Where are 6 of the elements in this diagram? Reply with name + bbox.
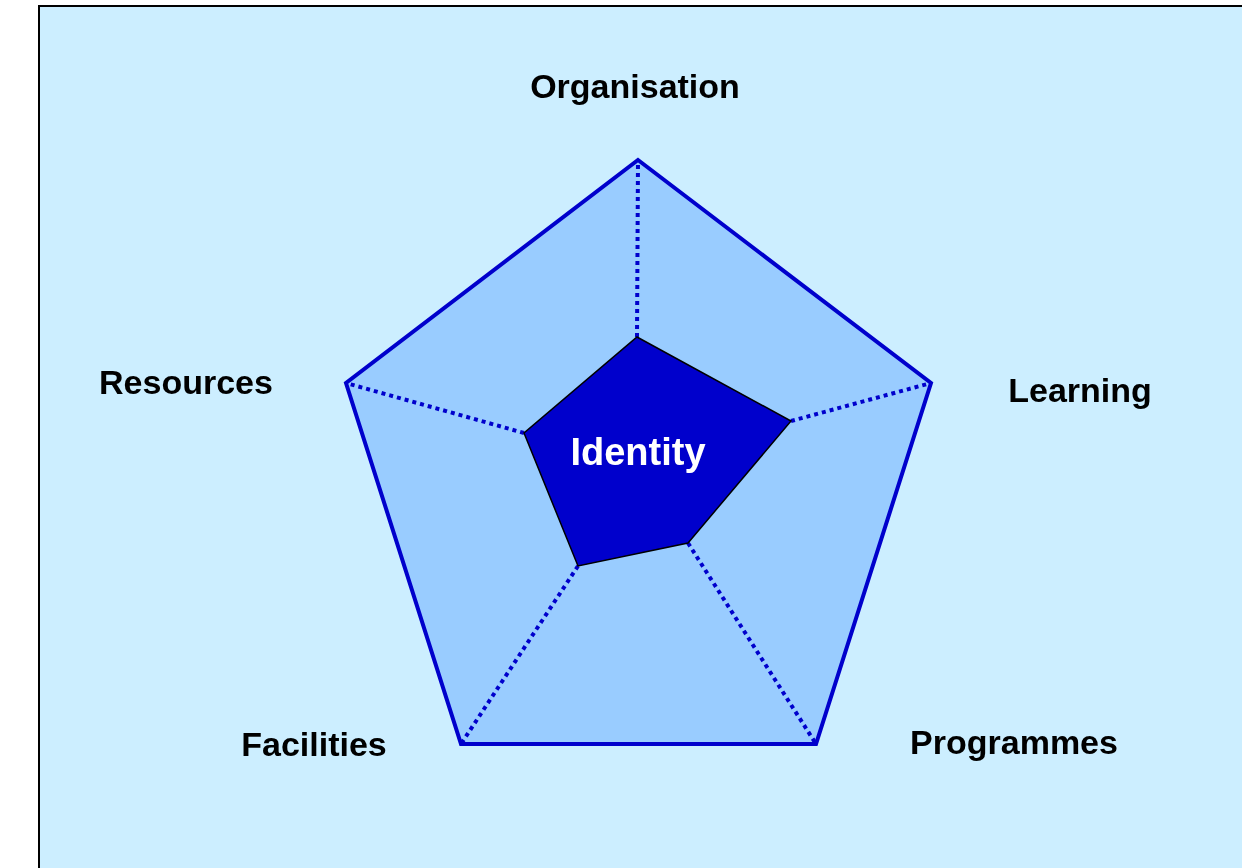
vertex-label: Resources [99, 362, 273, 402]
vertex-label: Organisation [530, 66, 740, 106]
vertex-label: Facilities [241, 724, 387, 764]
center-label: Identity [570, 430, 706, 474]
vertex-label: Learning [1008, 370, 1152, 410]
vertex-label: Programmes [910, 722, 1118, 762]
